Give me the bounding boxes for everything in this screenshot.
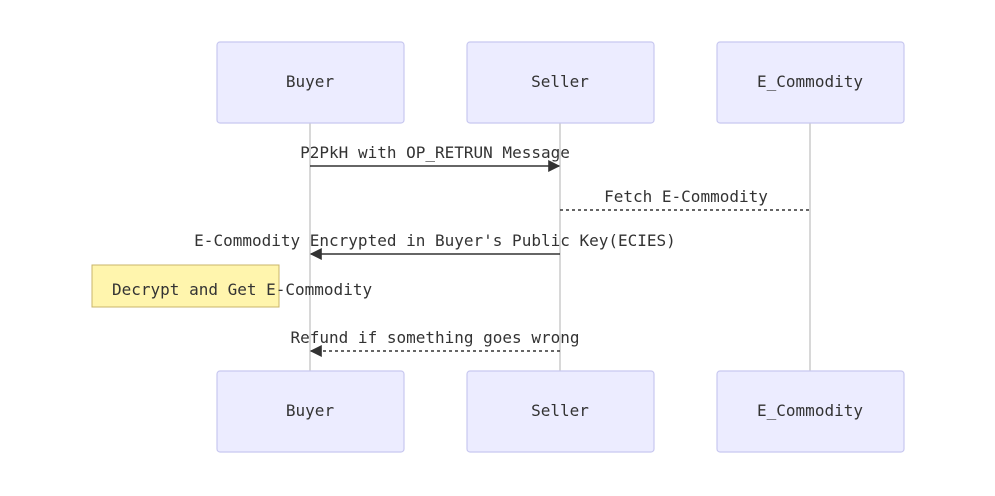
actor-bottom-ecommodity-label: E_Commodity: [757, 401, 863, 420]
actor-bottom-buyer: Buyer: [216, 370, 405, 453]
actor-top-ecommodity-label: E_Commodity: [757, 72, 863, 91]
actor-bottom-ecommodity: E_Commodity: [716, 370, 905, 453]
actor-bottom-seller: Seller: [466, 370, 655, 453]
actor-top-seller: Seller: [466, 41, 655, 124]
message-encrypted: E-Commodity Encrypted in Buyer's Public …: [194, 231, 676, 260]
message-refund: Refund if something goes wrong: [291, 328, 580, 357]
message-fetch: Fetch E-Commodity: [560, 187, 810, 211]
message-p2pkh: P2PkH with OP_RETRUN Message: [300, 143, 570, 172]
actor-bottom-seller-label: Seller: [531, 401, 589, 420]
message-p2pkh-label: P2PkH with OP_RETRUN Message: [300, 143, 570, 162]
actor-top-buyer: Buyer: [216, 41, 405, 124]
message-encrypted-label: E-Commodity Encrypted in Buyer's Public …: [194, 231, 676, 250]
actor-bottom-buyer-label: Buyer: [286, 401, 335, 420]
actor-top-ecommodity: E_Commodity: [716, 41, 905, 124]
message-fetch-label: Fetch E-Commodity: [604, 187, 768, 206]
actor-top-buyer-label: Buyer: [286, 72, 335, 91]
message-refund-label: Refund if something goes wrong: [291, 328, 580, 347]
note-decrypt-box: [91, 264, 280, 308]
note-decrypt-label: Decrypt and Get E-Commodity: [112, 280, 372, 299]
note-decrypt: Decrypt and Get E-Commodity: [91, 264, 372, 308]
actor-top-seller-label: Seller: [531, 72, 589, 91]
